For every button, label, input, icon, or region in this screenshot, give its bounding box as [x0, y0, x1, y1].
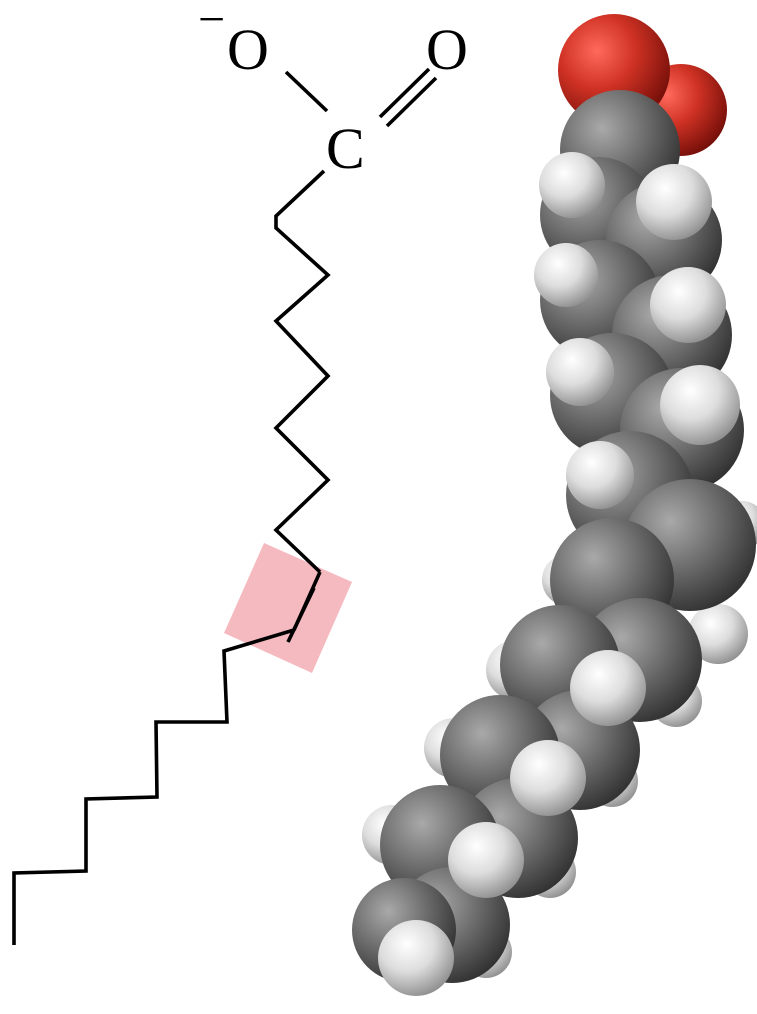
cis-double-bond-outer: [292, 571, 322, 631]
hydrogen-atom: [566, 441, 634, 509]
hydrogen-atom: [539, 152, 605, 218]
hydrogen-atom: [510, 740, 586, 816]
lower-carbon-chain: [12, 628, 295, 945]
hydrogen-atom: [570, 650, 646, 726]
hydrogen-atom: [534, 243, 598, 307]
hydrogen-atom: [448, 822, 524, 898]
carboxyl-carbon-label: C: [326, 116, 365, 181]
carbonyl-oxygen-label: O: [426, 17, 468, 82]
hydrogen-atom: [688, 604, 748, 664]
hydrogen-atom: [636, 164, 712, 240]
hydrogen-atom: [546, 338, 614, 406]
carboxylate-oxygen-label: O: [227, 17, 269, 82]
upper-carbon-chain: [273, 169, 331, 574]
hydrogen-atom: [660, 365, 740, 445]
c-o-double-bond-b: [385, 76, 438, 128]
negative-charge-label: −: [198, 0, 225, 46]
hydrogen-atom: [378, 920, 454, 996]
c-o-double-bond-a: [378, 67, 431, 119]
hydrogen-atom: [650, 267, 726, 343]
double-bond-highlight: [224, 543, 352, 673]
c-o-single-bond: [284, 70, 329, 113]
space-filling-model: [352, 14, 757, 996]
structural-formula: − O O C: [12, 0, 468, 945]
